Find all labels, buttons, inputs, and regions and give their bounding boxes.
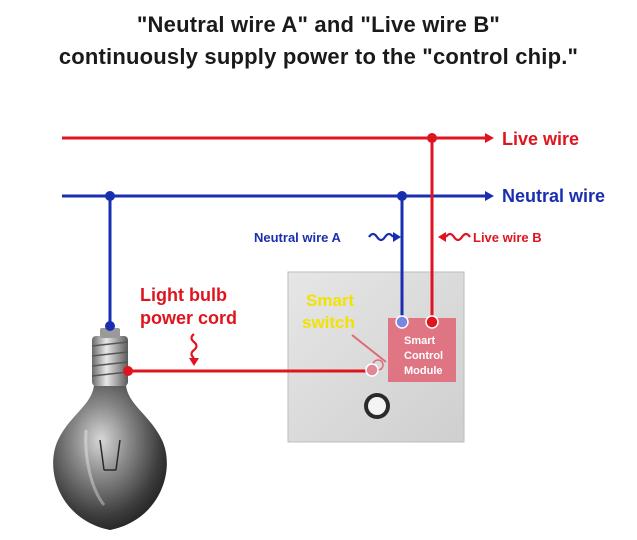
live-b-terminal xyxy=(425,315,439,329)
live-wire-b-label: Live wire B xyxy=(473,230,542,245)
live-wire-arrow xyxy=(485,133,494,143)
smart-switch-label-line2: switch xyxy=(302,313,355,332)
neutral-a-terminal xyxy=(395,315,409,329)
light-bulb-label-line2: power cord xyxy=(140,308,237,328)
switch-button-inner xyxy=(368,397,386,415)
module-label-line3: Module xyxy=(404,365,443,377)
live-b-arrowhead xyxy=(438,232,446,242)
live-b-squiggle-arrow xyxy=(445,232,471,242)
smart-switch-pointer xyxy=(351,334,387,363)
power-cord-squiggle-arrow xyxy=(190,333,198,359)
neutral-wire-arrow xyxy=(485,191,494,201)
title-line-2: continuously supply power to the "contro… xyxy=(58,44,579,69)
bulb-neutral-contact xyxy=(105,321,115,331)
smart-switch-label-line1: Smart xyxy=(306,291,355,310)
power-cord-arrowhead xyxy=(189,358,199,366)
live-wire-label: Live wire xyxy=(502,129,579,149)
light-bulb xyxy=(53,328,167,530)
neutral-a-arrowhead xyxy=(393,232,401,242)
neutral-wire-label: Neutral wire xyxy=(502,186,605,206)
module-label-line2: Control xyxy=(404,350,443,362)
smart-control-module-box xyxy=(388,318,456,382)
module-label-line1: Smart xyxy=(404,335,436,347)
title-line-1: "Neutral wire A" and "Live wire B" xyxy=(136,12,501,37)
bulb-live-contact xyxy=(123,366,133,376)
switch-terminal xyxy=(365,363,379,377)
light-bulb-label-line1: Light bulb xyxy=(140,285,227,305)
neutral-wire-a-label: Neutral wire A xyxy=(254,230,342,245)
neutral-a-squiggle-arrow xyxy=(368,232,394,242)
